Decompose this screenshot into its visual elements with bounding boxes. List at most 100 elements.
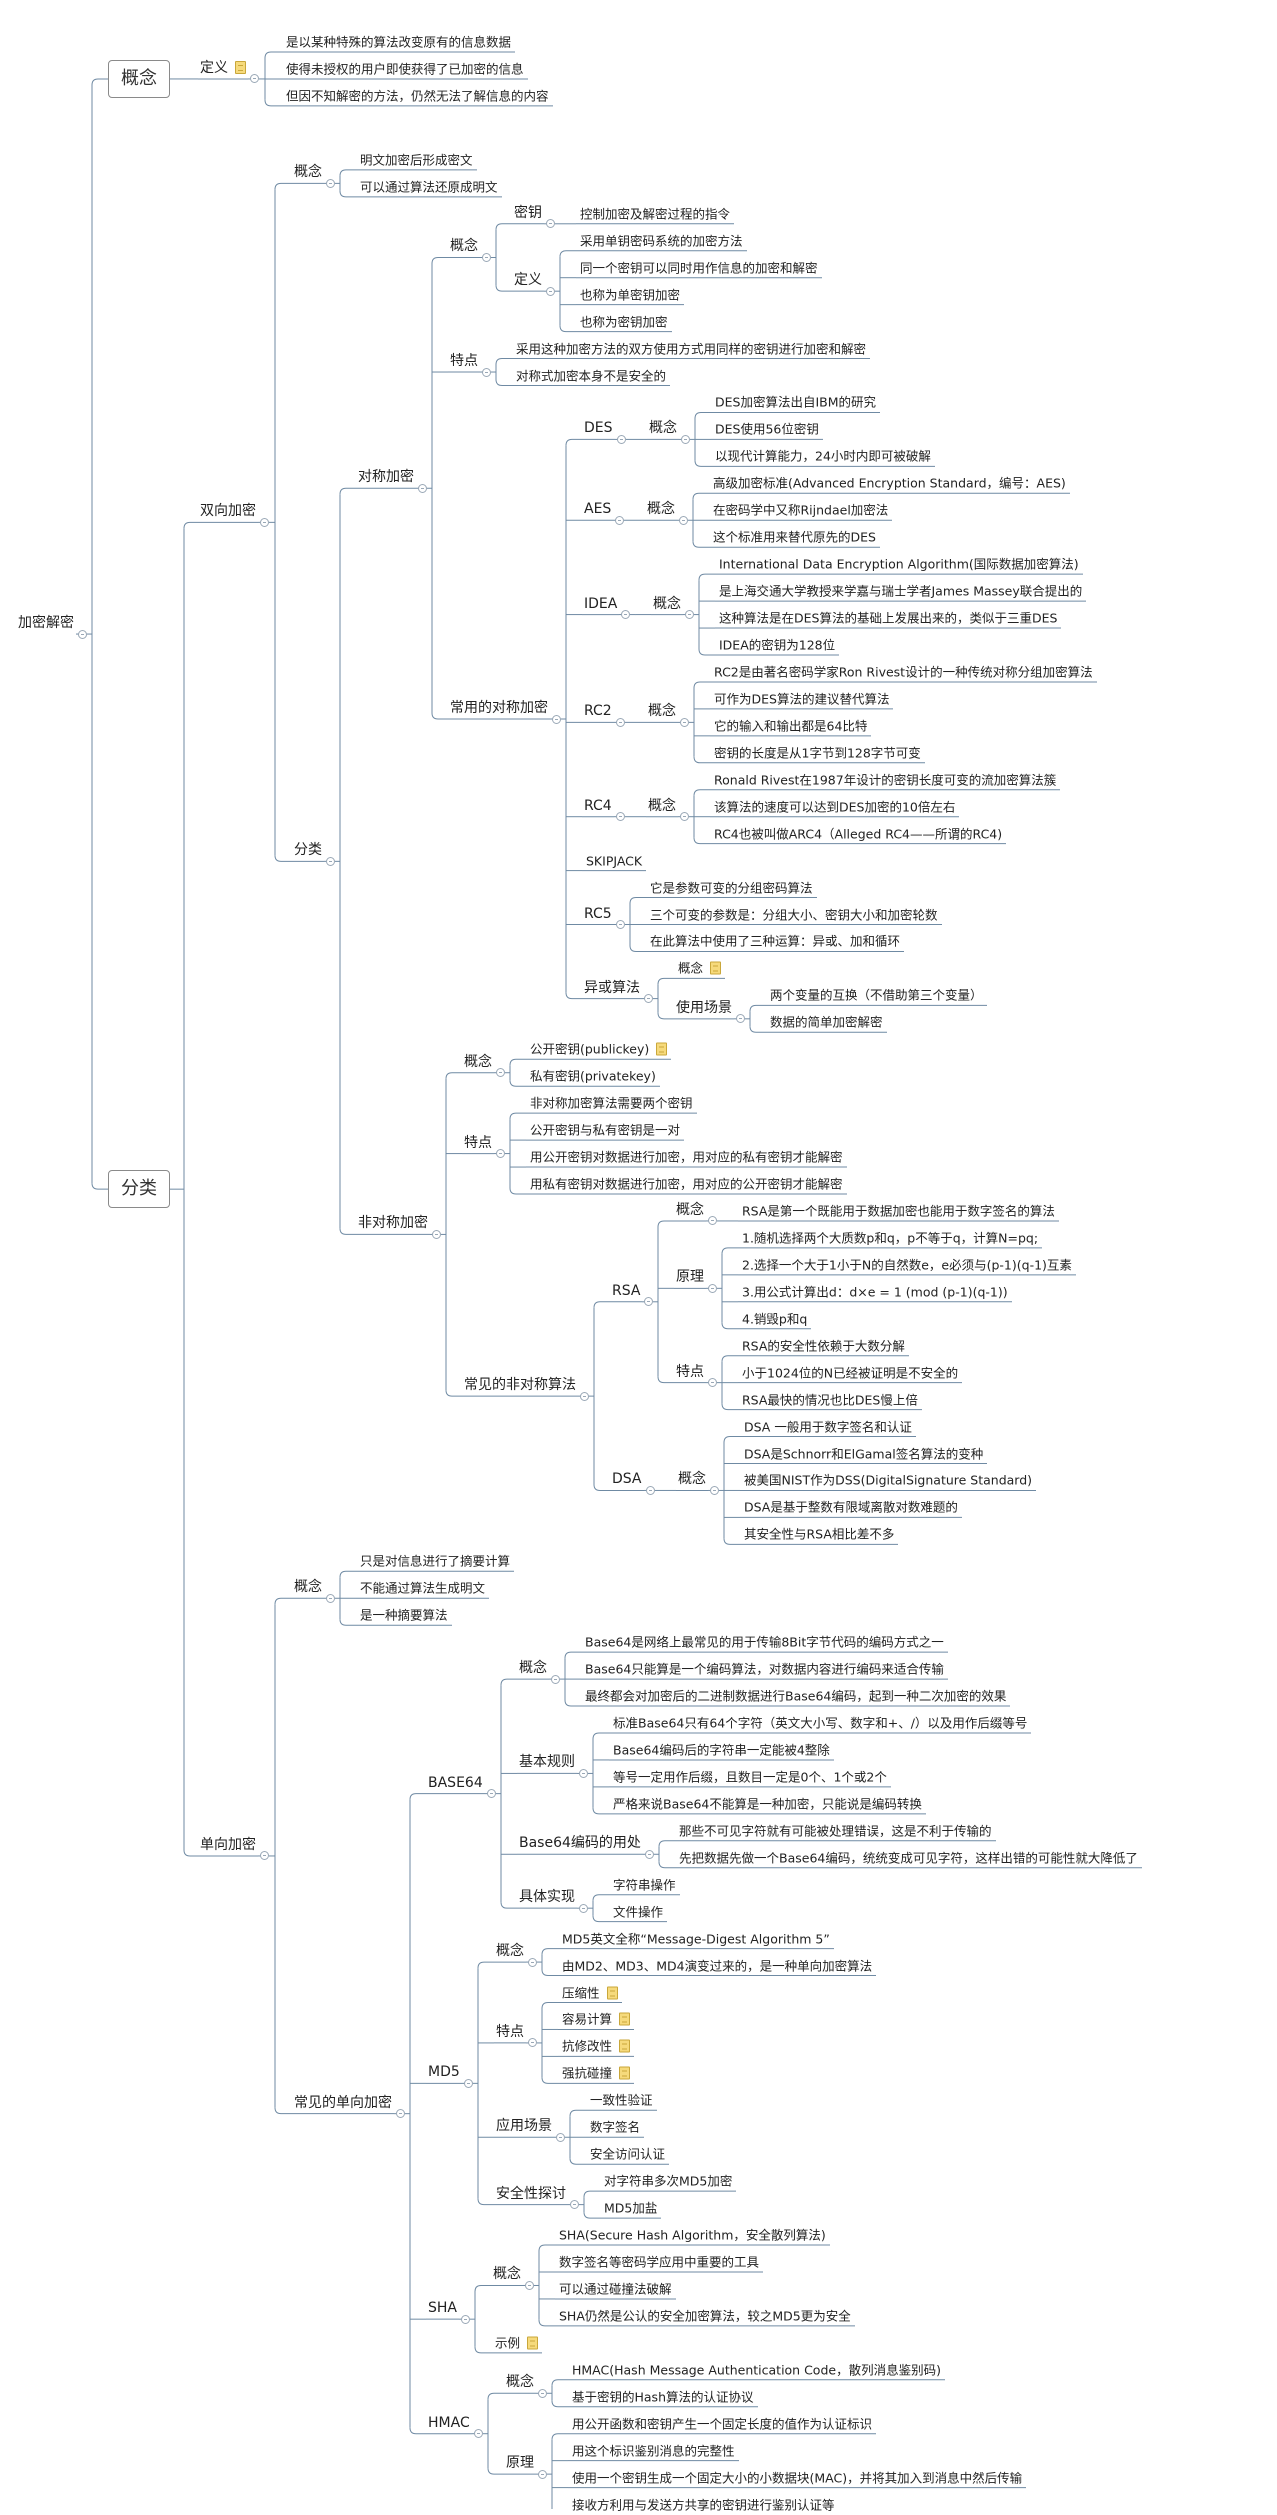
main-topic[interactable]: 分类 (108, 1170, 170, 1208)
collapse-toggle-icon[interactable] (432, 1230, 441, 1239)
branch-topic[interactable]: 概念 (651, 597, 683, 615)
collapse-toggle-icon[interactable] (710, 1486, 719, 1495)
note-icon[interactable] (235, 61, 246, 74)
leaf-topic[interactable]: 该算法的速度可以达到DES加密的10倍左右 (710, 801, 959, 817)
leaf-topic[interactable]: 最终都会对加密后的二进制数据进行Base64编码，起到一种二次加密的效果 (581, 1691, 1010, 1707)
leaf-topic[interactable]: 它的输入和输出都是64比特 (710, 720, 871, 736)
leaf-topic[interactable]: SKIPJACK (582, 855, 646, 871)
branch-topic[interactable]: 应用场景 (494, 2119, 554, 2137)
leaf-topic[interactable]: 采用这种加密方法的双方使用方式用同样的密钥进行加密和解密 (512, 343, 870, 359)
leaf-topic[interactable]: 在此算法中使用了三种运算：异或、加和循环 (646, 936, 904, 952)
collapse-toggle-icon[interactable] (680, 812, 689, 821)
leaf-topic[interactable]: 数字签名 (586, 2122, 644, 2138)
collapse-toggle-icon[interactable] (552, 715, 561, 724)
branch-topic[interactable]: 加密解密 (16, 616, 76, 634)
collapse-toggle-icon[interactable] (645, 1850, 654, 1859)
leaf-topic[interactable]: 用公开函数和密钥产生一个固定长度的值作为认证标识 (568, 2418, 876, 2434)
leaf-topic[interactable]: 是上海交通大学教授来学嘉与瑞士学者James Massey联合提出的 (715, 586, 1086, 602)
collapse-toggle-icon[interactable] (579, 1769, 588, 1778)
leaf-topic[interactable]: 明文加密后形成密文 (356, 154, 477, 170)
leaf-topic[interactable]: 4.销毁p和q (738, 1313, 811, 1329)
branch-topic[interactable]: 使用场景 (674, 1001, 734, 1019)
branch-topic[interactable]: 概念 (292, 1580, 324, 1598)
leaf-topic[interactable]: 用公开密钥对数据进行加密，用对应的私有密钥才能解密 (526, 1152, 847, 1168)
leaf-topic[interactable]: 私有密钥(privatekey) (526, 1071, 660, 1087)
branch-topic[interactable]: 非对称加密 (356, 1216, 430, 1234)
branch-topic[interactable]: 特点 (448, 354, 480, 372)
collapse-toggle-icon[interactable] (487, 1789, 496, 1798)
collapse-toggle-icon[interactable] (685, 610, 694, 619)
leaf-topic[interactable]: DSA 一般用于数字签名和认证 (740, 1421, 916, 1437)
branch-topic-rc5[interactable]: RC5 (582, 907, 614, 925)
leaf-topic[interactable]: MD5英文全称“Message-Digest Algorithm 5” (558, 1933, 834, 1949)
leaf-topic[interactable]: 密钥的长度是从1字节到128字节可变 (710, 747, 925, 763)
branch-topic-base64[interactable]: BASE64 (426, 1776, 485, 1794)
collapse-toggle-icon[interactable] (418, 484, 427, 493)
note-icon[interactable] (656, 1043, 667, 1056)
leaf-topic[interactable]: DES使用56位密钥 (711, 424, 823, 440)
collapse-toggle-icon[interactable] (474, 2429, 483, 2438)
leaf-topic[interactable]: 用私有密钥对数据进行加密，用对应的公开密钥才能解密 (526, 1179, 847, 1195)
branch-topic-rsa[interactable]: RSA (610, 1284, 642, 1302)
leaf-topic[interactable]: Base64只能算是一个编码算法，对数据内容进行编码来适合传输 (581, 1664, 948, 1680)
leaf-topic[interactable]: 但因不知解密的方法，仍然无法了解信息的内容 (282, 90, 553, 106)
leaf-topic[interactable]: 在密码学中又称Rijndael加密法 (709, 505, 892, 521)
note-icon[interactable] (527, 2336, 538, 2349)
leaf-topic[interactable]: 同一个密钥可以同时用作信息的加密和解密 (576, 262, 822, 278)
collapse-toggle-icon[interactable] (646, 1486, 655, 1495)
collapse-toggle-icon[interactable] (615, 516, 624, 525)
leaf-topic[interactable]: DSA是Schnorr和ElGamal签名算法的变种 (740, 1448, 987, 1464)
note-icon[interactable] (710, 962, 721, 975)
leaf-topic[interactable]: Base64编码后的字符串一定能被4整除 (609, 1744, 834, 1760)
branch-topic[interactable]: 特点 (494, 2025, 526, 2043)
leaf-topic[interactable]: 可作为DES算法的建议替代算法 (710, 693, 893, 709)
branch-topic[interactable]: 概念 (646, 799, 678, 817)
branch-topic[interactable]: 定义 (198, 61, 248, 79)
collapse-toggle-icon[interactable] (525, 2281, 534, 2290)
branch-topic[interactable]: 概念 (448, 239, 480, 257)
branch-topic-dsa[interactable]: DSA (610, 1472, 644, 1490)
collapse-toggle-icon[interactable] (528, 1958, 537, 1967)
collapse-toggle-icon[interactable] (546, 287, 555, 296)
leaf-topic[interactable]: Base64是网络上最常见的用于传输8Bit字节代码的编码方式之一 (581, 1637, 948, 1653)
collapse-toggle-icon[interactable] (736, 1014, 745, 1023)
collapse-toggle-icon[interactable] (708, 1216, 717, 1225)
leaf-topic[interactable]: 数据的简单加密解密 (766, 1017, 887, 1033)
collapse-toggle-icon[interactable] (679, 516, 688, 525)
branch-topic[interactable]: 原理 (674, 1270, 706, 1288)
collapse-toggle-icon[interactable] (260, 1851, 269, 1860)
leaf-topic[interactable]: RSA是第一个既能用于数据加密也能用于数字签名的算法 (738, 1205, 1059, 1221)
leaf-topic[interactable]: SHA(Secure Hash Algorithm，安全散列算法) (555, 2230, 830, 2246)
leaf-topic[interactable]: 接收方利用与发送方共享的密钥进行鉴别认证等 (568, 2499, 839, 2515)
leaf-topic[interactable]: 可以通过算法还原成明文 (356, 181, 502, 197)
branch-topic[interactable]: 概念 (494, 1944, 526, 1962)
collapse-toggle-icon[interactable] (538, 2470, 547, 2479)
collapse-toggle-icon[interactable] (579, 1904, 588, 1913)
leaf-topic[interactable]: 其安全性与RSA相比差不多 (740, 1529, 898, 1545)
collapse-toggle-icon[interactable] (528, 2038, 537, 2047)
leaf-topic[interactable]: 不能通过算法生成明文 (356, 1583, 489, 1599)
collapse-toggle-icon[interactable] (260, 518, 269, 527)
branch-topic[interactable]: 概念 (504, 2375, 536, 2393)
leaf-topic[interactable]: 2.选择一个大于1小于N的自然数e，e必须与(p-1)(q-1)互素 (738, 1259, 1076, 1275)
leaf-topic[interactable]: MD5加盐 (600, 2203, 661, 2219)
main-topic[interactable]: 概念 (108, 60, 170, 98)
collapse-toggle-icon[interactable] (616, 718, 625, 727)
branch-topic[interactable]: 概念 (647, 421, 679, 439)
leaf-topic[interactable]: 小于1024位的N已经被证明是不安全的 (738, 1367, 962, 1383)
collapse-toggle-icon[interactable] (461, 2315, 470, 2324)
collapse-toggle-icon[interactable] (464, 2079, 473, 2088)
leaf-topic[interactable]: 抗修改性 (558, 2040, 634, 2057)
leaf-topic[interactable]: 是以某种特殊的算法改变原有的信息数据 (282, 37, 515, 53)
collapse-toggle-icon[interactable] (708, 1284, 717, 1293)
branch-topic-aes[interactable]: AES (582, 502, 613, 520)
leaf-topic[interactable]: 一致性验证 (586, 2095, 657, 2111)
leaf-topic[interactable]: 公开密钥(publickey) (526, 1043, 671, 1060)
branch-topic-idea[interactable]: IDEA (582, 597, 619, 615)
collapse-toggle-icon[interactable] (680, 718, 689, 727)
collapse-toggle-icon[interactable] (78, 630, 87, 639)
leaf-topic[interactable]: 它是参数可变的分组密码算法 (646, 882, 817, 898)
leaf-topic[interactable]: 是一种摘要算法 (356, 1610, 452, 1626)
leaf-topic[interactable]: 可以通过碰撞法破解 (555, 2283, 676, 2299)
note-icon[interactable] (607, 1986, 618, 1999)
